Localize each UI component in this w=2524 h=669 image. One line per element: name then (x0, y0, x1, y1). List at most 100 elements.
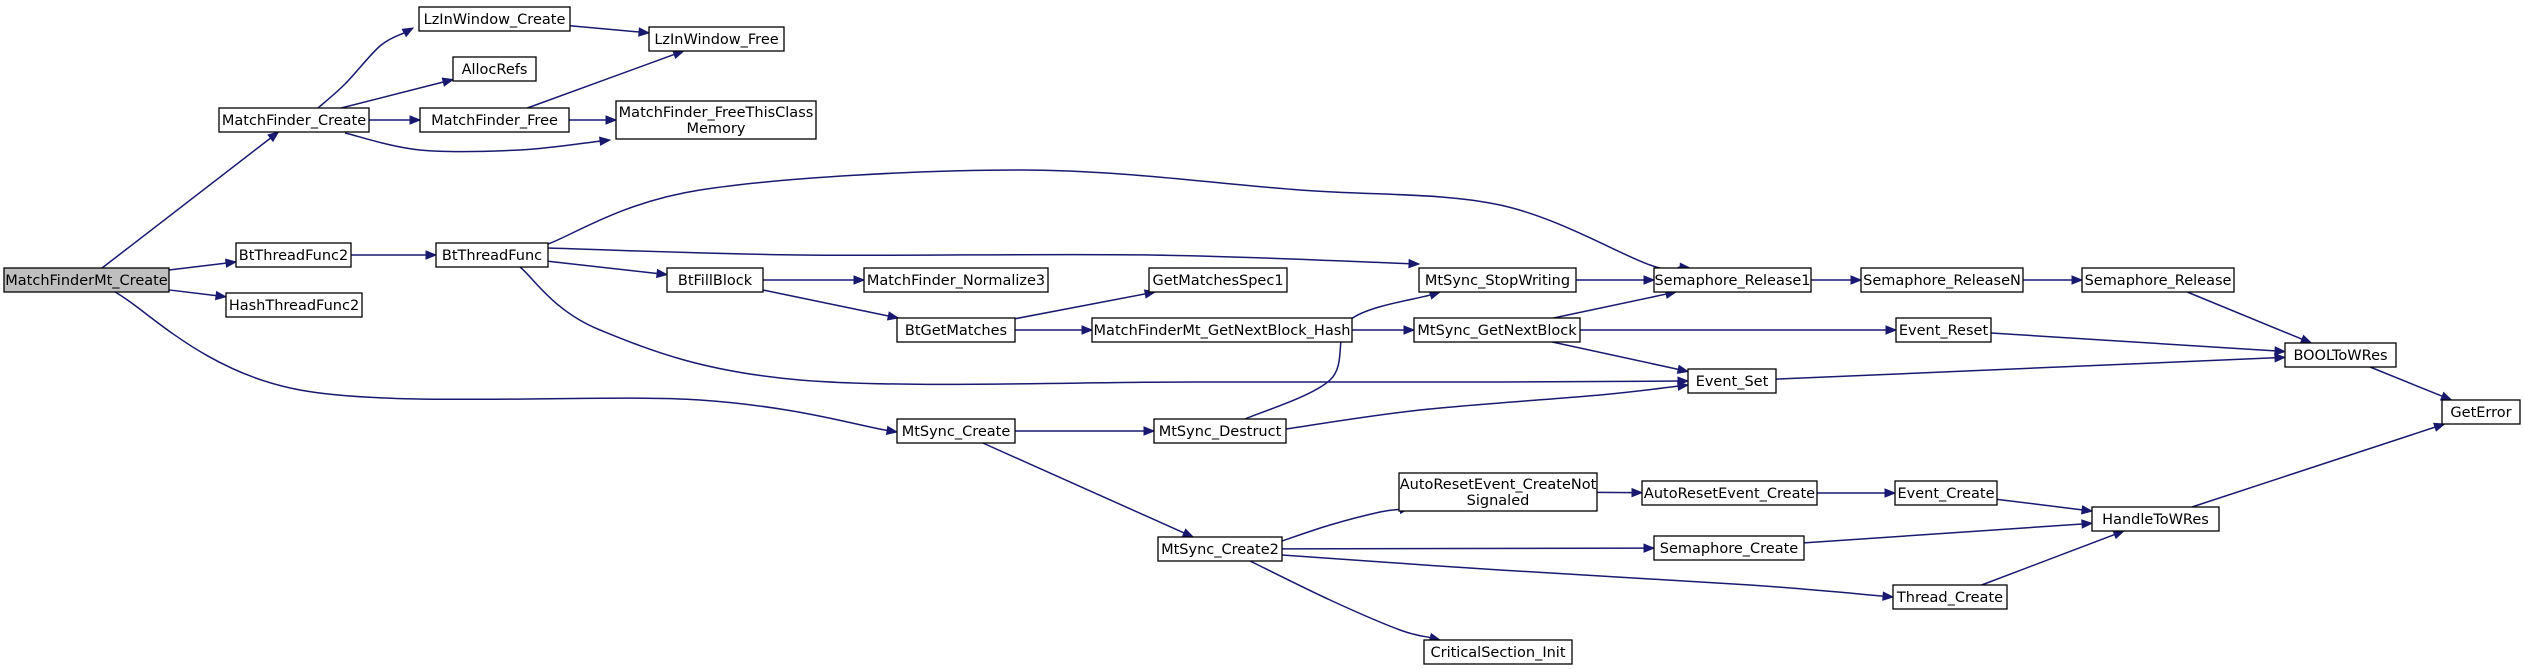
node-label: BOOLToWRes (2293, 348, 2387, 364)
node-box[interactable] (1653, 267, 1812, 293)
node-criticalsection-init[interactable]: CriticalSection_Init (1423, 639, 1573, 665)
node-event-set[interactable]: Event_Set (1687, 368, 1777, 394)
node-box[interactable] (435, 242, 549, 268)
edge-line (519, 266, 1679, 386)
node-semaphore-release[interactable]: Semaphore_Release (2081, 267, 2235, 293)
edge-line (317, 32, 405, 109)
node-box[interactable] (2284, 342, 2397, 368)
node-box[interactable] (2441, 399, 2521, 425)
node-box[interactable] (218, 107, 370, 133)
node-lzinwindow-create[interactable]: LzInWindow_Create (418, 6, 571, 32)
node-box[interactable] (235, 242, 352, 268)
node-box[interactable] (896, 418, 1016, 444)
edge-line (168, 262, 227, 271)
node-mtsync-destruct[interactable]: MtSync_Destruct (1153, 418, 1287, 444)
node-semaphore-releasen[interactable]: Semaphore_ReleaseN (1860, 267, 2024, 293)
node-box[interactable] (2091, 506, 2220, 532)
node-box[interactable] (1860, 267, 2024, 293)
node-box[interactable] (1153, 418, 1287, 444)
node-label: MatchFinderMt_Create (5, 273, 168, 289)
arrow-head (425, 250, 438, 260)
edge-line (2186, 291, 2303, 340)
edge-lzinwindow-create-to-lzinwindow-free (569, 25, 651, 37)
node-box[interactable] (1895, 317, 1992, 343)
edge-line (1244, 294, 1431, 420)
node-autoresetevent-create[interactable]: AutoResetEvent_Create (1641, 480, 1818, 506)
node-matchfinder-normalize3[interactable]: MatchFinder_Normalize3 (863, 267, 1049, 293)
node-event-create[interactable]: Event_Create (1894, 480, 1998, 506)
node-semaphore-release1[interactable]: Semaphore_Release1 (1653, 267, 1812, 293)
node-booltowres[interactable]: BOOLToWRes (2284, 342, 2397, 368)
node-event-reset[interactable]: Event_Reset (1895, 317, 1992, 343)
node-box[interactable] (3, 267, 170, 293)
node-box[interactable] (1398, 472, 1598, 512)
node-box[interactable] (1157, 536, 1283, 562)
node-box[interactable] (225, 292, 363, 318)
edge-mtsync-create2-to-thread-create (1281, 554, 1895, 601)
edge-line (547, 247, 1410, 265)
edge-line (340, 81, 444, 109)
node-btfillblock[interactable]: BtFillBlock (666, 267, 764, 293)
node-semaphore-create[interactable]: Semaphore_Create (1653, 535, 1805, 561)
node-mtsync-getnextblock[interactable]: MtSync_GetNextBlock (1413, 317, 1581, 343)
node-box[interactable] (1413, 317, 1581, 343)
node-box[interactable] (1148, 267, 1288, 293)
node-hashthreadfunc2[interactable]: HashThreadFunc2 (225, 292, 363, 318)
edge-mtsync-getnextblock-to-semaphore-release1 (1553, 289, 1678, 319)
edge-matchfinder-create-to-allocrefs (340, 77, 455, 109)
node-box[interactable] (419, 107, 570, 133)
edge-mtsync-getnextblock-to-event-set (1552, 341, 1690, 374)
node-matchfindermt-create[interactable]: MatchFinderMt_Create (3, 267, 170, 293)
node-box[interactable] (1423, 639, 1573, 665)
arrow-head (409, 115, 422, 125)
node-label: HashThreadFunc2 (229, 298, 359, 314)
edge-handletowres-to-geterror (2191, 422, 2446, 508)
node-box[interactable] (1641, 480, 1818, 506)
node-box[interactable] (418, 6, 571, 32)
node-box[interactable] (452, 56, 537, 82)
node-label: MatchFinder_Free (431, 113, 558, 129)
node-box[interactable] (666, 267, 764, 293)
node-getmatchesspec1[interactable]: GetMatchesSpec1 (1148, 267, 1288, 293)
node-box[interactable] (1091, 317, 1353, 343)
node-mtsync-create[interactable]: MtSync_Create (896, 418, 1016, 444)
node-box[interactable] (1894, 480, 1998, 506)
arrow-head (2080, 505, 2094, 515)
edge-event-reset-to-booltowres (1990, 332, 2287, 356)
node-box[interactable] (1653, 535, 1805, 561)
edge-line (1803, 523, 2083, 544)
node-btgetmatches[interactable]: BtGetMatches (896, 317, 1016, 343)
edge-line (982, 442, 1185, 534)
edge-mtsync-create2-to-criticalsection-init (1249, 560, 1442, 643)
node-box[interactable] (1687, 368, 1777, 394)
node-box[interactable] (1892, 584, 2008, 610)
node-mtsync-stopwriting[interactable]: MtSync_StopWriting (1418, 267, 1577, 293)
call-graph-edges (101, 25, 2453, 643)
edge-mtsync-stopwriting-to-semaphore-release1 (1576, 275, 1656, 285)
node-allocrefs[interactable]: AllocRefs (452, 56, 537, 82)
node-box[interactable] (1418, 267, 1577, 293)
arrow-head (886, 311, 900, 321)
node-box[interactable] (648, 26, 785, 52)
node-box[interactable] (615, 100, 817, 140)
node-box[interactable] (863, 267, 1049, 293)
node-box[interactable] (896, 317, 1016, 343)
edge-line (1775, 357, 2276, 380)
node-mtsync-create2[interactable]: MtSync_Create2 (1157, 536, 1283, 562)
edge-line (114, 291, 888, 432)
node-lzinwindow-free[interactable]: LzInWindow_Free (648, 26, 785, 52)
node-box[interactable] (2081, 267, 2235, 293)
node-label: Event_Set (1696, 374, 1769, 390)
edge-matchfinder-free-to-matchfinder-freethisclassmemory (569, 115, 618, 125)
node-btthreadfunc2[interactable]: BtThreadFunc2 (235, 242, 352, 268)
node-thread-create[interactable]: Thread_Create (1892, 584, 2008, 610)
node-matchfinder-create[interactable]: MatchFinder_Create (218, 107, 370, 133)
node-matchfinder-free[interactable]: MatchFinder_Free (419, 107, 570, 133)
node-geterror[interactable]: GetError (2441, 399, 2521, 425)
node-matchfindermt-getnextblock-hash[interactable]: MatchFinderMt_GetNextBlock_Hash (1091, 317, 1353, 343)
node-btthreadfunc[interactable]: BtThreadFunc (435, 242, 549, 268)
node-label: Event_Reset (1899, 323, 1989, 339)
node-handletowres[interactable]: HandleToWRes (2091, 506, 2220, 532)
